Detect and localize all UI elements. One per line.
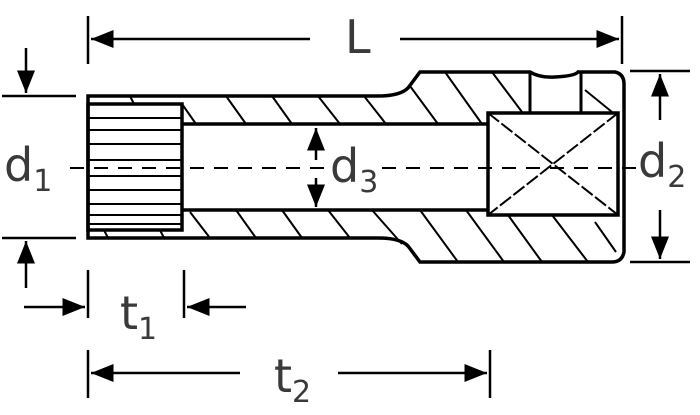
- label-d1-main: d: [4, 138, 34, 192]
- label-d3-main: d: [330, 139, 360, 193]
- dimension-t2: [86, 350, 492, 398]
- label-t2-sub: 2: [292, 375, 312, 410]
- label-L-main: L: [345, 10, 371, 64]
- label-d1: d1: [4, 142, 52, 197]
- label-d1-sub: 1: [33, 164, 53, 199]
- label-t2: t2: [274, 353, 311, 408]
- label-t1-main: t: [120, 286, 139, 340]
- dimension-t1: [24, 270, 246, 318]
- label-d2-sub: 2: [667, 160, 687, 195]
- dimension-d1: [2, 48, 76, 288]
- label-d3-sub: 3: [359, 165, 379, 200]
- label-d2-main: d: [638, 134, 668, 188]
- label-d2: d2: [638, 138, 687, 193]
- label-t1-sub: 1: [138, 312, 158, 347]
- label-L: L: [345, 14, 371, 60]
- label-d3: d3: [330, 143, 379, 198]
- label-t2-main: t: [274, 349, 293, 403]
- label-t1: t1: [120, 290, 157, 345]
- dimension-d2: [630, 69, 690, 264]
- dimension-L: [86, 16, 624, 64]
- socket-body: [70, 70, 640, 264]
